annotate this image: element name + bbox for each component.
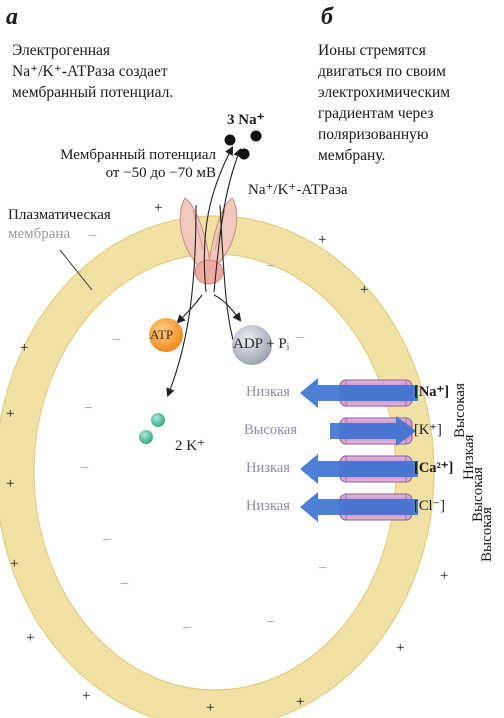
negative-charge: − xyxy=(266,614,276,631)
positive-charge: + xyxy=(26,630,35,646)
positive-charge: + xyxy=(82,688,91,704)
plasma-membrane-label-line: мембрана xyxy=(8,226,71,242)
k-ions-label: 2 K⁺ xyxy=(175,438,205,454)
na-ions-label: 3 Na⁺ xyxy=(227,112,265,128)
gradient-arrow-inward xyxy=(300,492,418,522)
na-outside-concentration: Высокая xyxy=(452,383,468,438)
plasma-membrane-label-line: Плазматическая xyxy=(8,207,111,223)
adp-molecule xyxy=(232,325,272,365)
positive-charge: + xyxy=(440,568,449,584)
membrane-potential-line: Мембранный потенциал xyxy=(60,147,216,163)
atp-molecule xyxy=(149,318,183,352)
positive-charge: + xyxy=(10,556,19,572)
k-ion-label: [K⁺] xyxy=(414,422,442,438)
positive-charge: + xyxy=(360,282,369,298)
positive-charge: + xyxy=(154,200,163,216)
na-ion xyxy=(250,130,262,142)
adp-label: ADP + Pᵢ xyxy=(233,336,290,352)
panel-b-caption-line: электрохимическим xyxy=(318,84,451,101)
ca-inside-concentration: Низкая xyxy=(246,460,290,476)
negative-charge: − xyxy=(266,258,276,275)
ca-ion-label: [Ca²⁺] xyxy=(414,460,454,476)
panel-b-caption: Ионы стремятся двигаться по своим электр… xyxy=(318,40,450,166)
cl-outside-concentration: Высокая xyxy=(479,507,495,562)
channel-k xyxy=(330,416,416,446)
membrane-potential-range: от −50 до −70 мВ xyxy=(105,165,216,181)
panel-b-letter: б xyxy=(321,4,333,30)
positive-charge: + xyxy=(296,694,305,710)
panel-b-caption-line: поляризованную xyxy=(318,126,429,143)
negative-charge: − xyxy=(102,532,112,549)
channel-ca xyxy=(300,454,418,484)
k-ion xyxy=(139,430,153,444)
ion-channels xyxy=(300,378,418,522)
positive-charge: + xyxy=(206,700,215,716)
positive-charge: + xyxy=(6,406,15,422)
negative-charge: − xyxy=(80,460,90,477)
negative-charge: − xyxy=(88,228,98,245)
panel-a-letter: а xyxy=(6,4,18,30)
negative-charge: − xyxy=(318,560,328,577)
panel-b-caption-line: градиентам через xyxy=(318,105,434,122)
cl-inside-concentration: Низкая xyxy=(246,498,290,514)
na-ion xyxy=(238,148,250,160)
na-ion-label: [Na⁺] xyxy=(414,384,450,400)
panel-a-caption-line: мембранный потенциал. xyxy=(12,84,174,101)
cl-ion-label: [Cl⁻] xyxy=(414,498,446,514)
membrane-potential-label: Мембранный потенциал от −50 до −70 мВ xyxy=(4,146,216,182)
gradient-arrow-outward xyxy=(330,416,416,446)
k-ion xyxy=(151,413,165,427)
positive-charge: + xyxy=(20,340,29,356)
gradient-arrow-inward xyxy=(300,378,418,408)
membrane-outer-edge xyxy=(0,215,435,718)
channel-cl xyxy=(300,492,418,522)
negative-charge: − xyxy=(296,330,306,347)
positive-charge: + xyxy=(318,232,327,248)
panel-b-caption-line: двигаться по своим xyxy=(318,63,446,80)
panel-a-caption-line: Na⁺/K⁺-АТРаза создает xyxy=(12,63,168,80)
atp-label: ATP xyxy=(150,327,174,342)
plasma-membrane-label: Плазматическая мембрана xyxy=(8,206,111,244)
panel-b-caption-line: мембрану. xyxy=(318,147,386,164)
pump-flux-lines xyxy=(166,146,242,398)
panel-b-caption-line: Ионы стремятся xyxy=(318,42,426,59)
channel-na xyxy=(300,378,418,408)
panel-a-caption: Электрогенная Na⁺/K⁺-АТРаза создает мемб… xyxy=(12,40,173,103)
membrane-leader-line xyxy=(59,249,93,291)
negative-charge: − xyxy=(182,620,192,637)
panel-a-caption-line: Электрогенная xyxy=(12,42,111,59)
negative-charge: − xyxy=(112,332,122,349)
na-ion xyxy=(224,134,236,146)
k-inside-concentration: Высокая xyxy=(244,422,298,438)
na-k-atpase-label: Na⁺/K⁺-АТРаза xyxy=(248,182,348,198)
na-inside-concentration: Низкая xyxy=(246,384,290,400)
positive-charge: + xyxy=(396,640,405,656)
negative-charge: − xyxy=(120,576,130,593)
gradient-arrow-inward xyxy=(300,454,418,484)
positive-charge: + xyxy=(6,476,15,492)
negative-charge: − xyxy=(84,400,94,417)
